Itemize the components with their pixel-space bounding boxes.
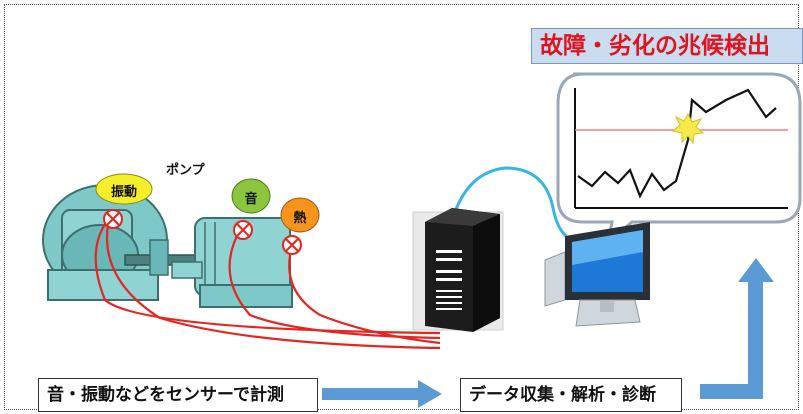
detection-title: 故障・劣化の兆候検出 (531, 28, 803, 64)
sensor-sound-label: 音 (244, 192, 258, 207)
sensor-sound (231, 178, 271, 214)
monitor-icon (544, 222, 650, 327)
caption-measure: 音・振動などをセンサーで計測 (38, 378, 318, 412)
trend-bubble (556, 72, 802, 246)
anomaly-burst-icon (671, 112, 705, 145)
sensor-x-icon (282, 235, 302, 255)
trend-line (577, 88, 777, 199)
server-icon (412, 208, 504, 332)
sensor-x-icon (233, 220, 253, 240)
sensor-heat (280, 197, 320, 233)
arrow-collect-to-detect (700, 258, 774, 399)
pump-machine (42, 184, 293, 308)
sensor-heat-label: 熱 (293, 211, 307, 226)
sensor-wires (94, 219, 441, 350)
sensor-vibration-label: 振動 (110, 185, 137, 200)
pump-label: ポンプ (166, 163, 205, 178)
sensor-x-icon (103, 209, 123, 229)
caption-collect: データ収集・解析・診断 (460, 378, 682, 412)
network-cable (453, 166, 568, 238)
arrow-measure-to-collect (322, 380, 442, 408)
sensor-vibration (95, 173, 153, 205)
